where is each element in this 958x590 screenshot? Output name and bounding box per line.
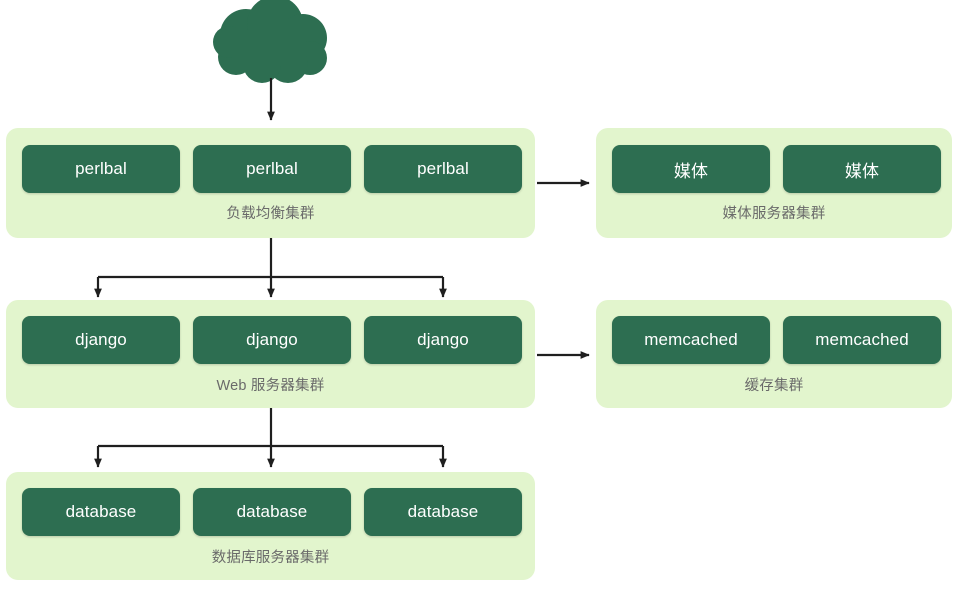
node-django-3[interactable]: django xyxy=(364,316,522,364)
internet-cloud-icon xyxy=(213,0,327,83)
connector-web-to-db xyxy=(94,408,447,468)
cluster-web-server[interactable]: django django django Web 服务器集群 xyxy=(6,300,535,408)
cluster-label-load-balancer: 负载均衡集群 xyxy=(226,206,315,222)
node-perlbal-1[interactable]: perlbal xyxy=(22,145,180,193)
node-django-2[interactable]: django xyxy=(193,316,351,364)
node-media-2[interactable]: 媒体 xyxy=(783,145,941,193)
cluster-load-balancer[interactable]: perlbal perlbal perlbal 负载均衡集群 xyxy=(6,128,535,238)
cluster-cache[interactable]: memcached memcached 缓存集群 xyxy=(596,300,952,408)
cluster-database-server[interactable]: database database database 数据库服务器集群 xyxy=(6,472,535,580)
node-database-3[interactable]: database xyxy=(364,488,522,536)
cluster-label-web-server: Web 服务器集群 xyxy=(216,378,325,394)
node-database-1[interactable]: database xyxy=(22,488,180,536)
cluster-label-cache: 缓存集群 xyxy=(744,378,804,394)
node-database-2[interactable]: database xyxy=(193,488,351,536)
node-django-1[interactable]: django xyxy=(22,316,180,364)
cluster-media-server[interactable]: 媒体 媒体 媒体服务器集群 xyxy=(596,128,952,238)
cluster-label-database-server: 数据库服务器集群 xyxy=(211,550,330,566)
node-perlbal-3[interactable]: perlbal xyxy=(364,145,522,193)
cluster-label-media-server: 媒体服务器集群 xyxy=(722,206,826,222)
node-memcached-1[interactable]: memcached xyxy=(612,316,770,364)
node-perlbal-2[interactable]: perlbal xyxy=(193,145,351,193)
connector-lb-to-web xyxy=(94,238,447,298)
node-memcached-2[interactable]: memcached xyxy=(783,316,941,364)
node-media-1[interactable]: 媒体 xyxy=(612,145,770,193)
